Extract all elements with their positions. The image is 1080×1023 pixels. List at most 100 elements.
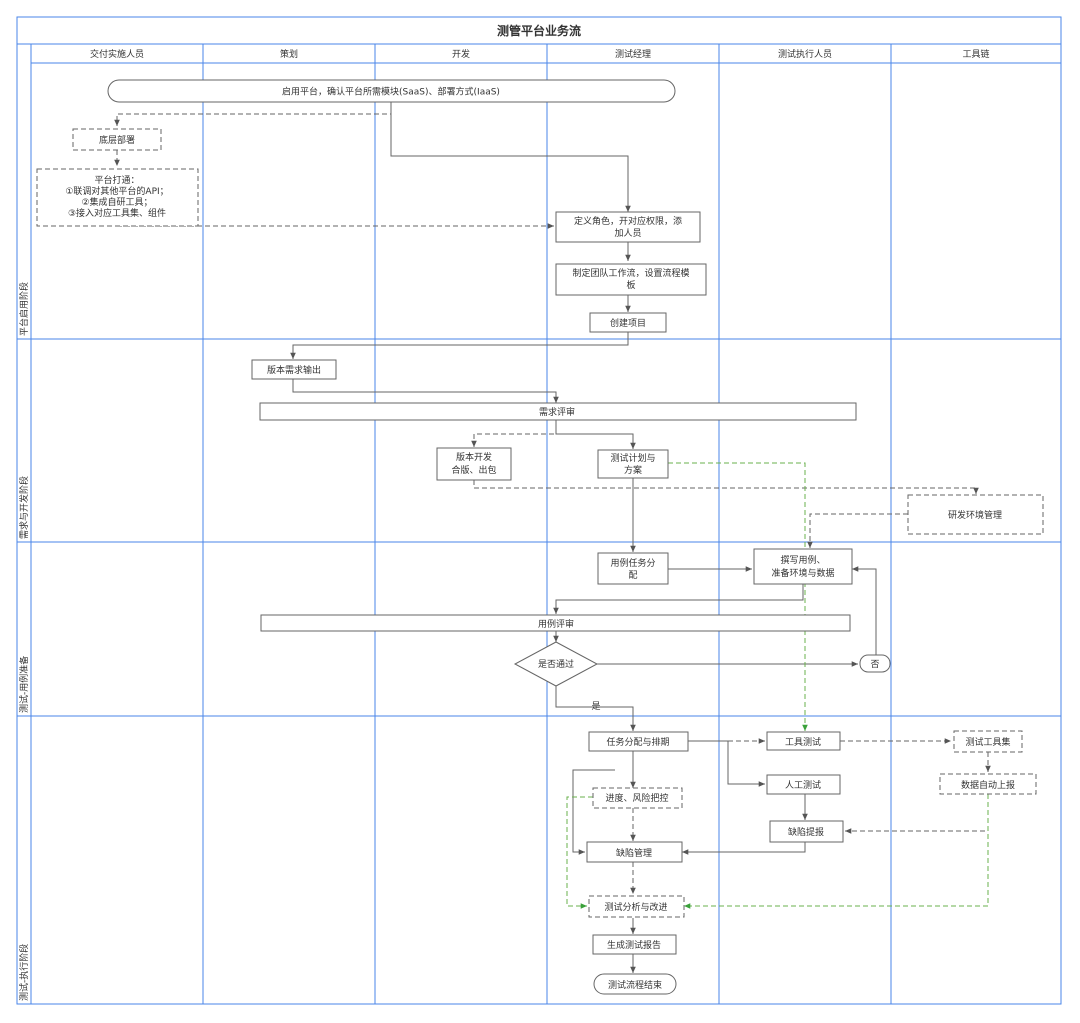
edge-review-testplan xyxy=(555,420,636,449)
edge-autoreport-defectrep xyxy=(845,794,989,834)
node-case-assign-text-1: 用例任务分 xyxy=(610,557,655,569)
phase-label-execution: 测试-执行阶段 xyxy=(18,944,30,1001)
node-project-text: 创建项目 xyxy=(610,317,646,329)
node-tool-set-text: 测试工具集 xyxy=(965,736,1010,748)
node-start-text: 启用平台，确认平台所需模块(SaaS)、部署方式(IaaS) xyxy=(282,86,500,98)
node-case-assign-text-2: 配 xyxy=(628,570,637,581)
phase-label-requirements: 需求与开发阶段 xyxy=(18,476,30,539)
edge-defectrep-defectmgmt xyxy=(682,842,806,855)
node-defect-rep: 缺陷提报 xyxy=(769,820,844,843)
node-task-sched: 任务分配与排期 xyxy=(588,731,689,752)
node-report: 生成测试报告 xyxy=(592,934,677,955)
node-start: 启用平台，确认平台所需模块(SaaS)、部署方式(IaaS) xyxy=(107,79,676,103)
edge-tasksched-manualtest xyxy=(688,740,765,787)
node-roles-text-2: 加人员 xyxy=(614,228,641,239)
node-req-review-text: 需求评审 xyxy=(539,406,575,418)
node-pass-text: 是否通过 xyxy=(538,658,574,670)
node-workflow: 制定团队工作流，设置流程模 板 xyxy=(555,263,707,296)
node-integrate-text-3: ②集成自研工具； xyxy=(81,196,152,208)
connectors xyxy=(114,102,991,973)
edge-start-roles xyxy=(390,102,631,212)
node-req-out: 版本需求输出 xyxy=(251,359,337,380)
edge-tasksched-defectmgmt xyxy=(572,769,615,855)
lane-header-planning: 策划 xyxy=(280,48,298,60)
node-analysis-text: 测试分析与改进 xyxy=(604,901,667,913)
lane-header-test-executor: 测试执行人员 xyxy=(778,48,832,60)
node-integrate: 平台打通： ①联调对其他平台的API； ②集成自研工具； ③接入对应工具集、组件 xyxy=(36,168,199,227)
node-write-cases-text-1: 撰写用例、 xyxy=(780,554,825,566)
node-defect-rep-text: 缺陷提报 xyxy=(788,826,824,838)
node-risk-text: 进度、风险把控 xyxy=(605,792,668,804)
node-defect-mgmt: 缺陷管理 xyxy=(586,841,683,863)
node-req-out-text: 版本需求输出 xyxy=(267,364,321,376)
edge-reqout-review xyxy=(292,379,559,403)
lane-header-test-manager: 测试经理 xyxy=(615,48,651,60)
node-case-assign: 用例任务分 配 xyxy=(597,552,669,585)
node-report-text: 生成测试报告 xyxy=(607,939,661,951)
node-infra: 底层部署 xyxy=(72,128,162,151)
node-project: 创建项目 xyxy=(589,312,667,333)
nodes: 启用平台，确认平台所需模块(SaaS)、部署方式(IaaS) 底层部署 平台打通… xyxy=(36,79,1044,995)
node-tool-test-text: 工具测试 xyxy=(785,736,821,748)
node-integrate-text-2: ①联调对其他平台的API； xyxy=(65,185,168,197)
lane-header-toolchain: 工具链 xyxy=(962,48,989,60)
edge-devbuild-devenv xyxy=(473,480,979,494)
diagram-title: 测管平台业务流 xyxy=(497,23,581,38)
node-dev-env: 研发环境管理 xyxy=(907,494,1044,535)
node-dev-build-text-1: 版本开发 xyxy=(456,451,492,463)
node-write-cases-text-2: 准备环境与数据 xyxy=(771,567,834,579)
node-manual-test: 人工测试 xyxy=(766,774,841,795)
node-test-plan-text-2: 方案 xyxy=(624,464,642,476)
node-analysis: 测试分析与改进 xyxy=(588,895,685,918)
edge-no-writecases xyxy=(852,566,877,655)
phase-label-platform: 平台启用阶段 xyxy=(18,282,30,336)
node-infra-text: 底层部署 xyxy=(99,134,135,146)
node-no-text: 否 xyxy=(870,659,879,670)
node-integrate-text-4: ③接入对应工具集、组件 xyxy=(68,207,166,219)
node-manual-test-text: 人工测试 xyxy=(785,779,821,791)
node-risk: 进度、风险把控 xyxy=(592,787,683,809)
phase-label-case-prep: 测试-用例准备 xyxy=(18,656,30,713)
edge-pass-tasksched xyxy=(555,686,636,731)
node-defect-mgmt-text: 缺陷管理 xyxy=(616,847,652,859)
edge-testplan-tooltest xyxy=(668,462,808,731)
edge-risk-analysis xyxy=(566,796,593,909)
phase-labels: 平台启用阶段 需求与开发阶段 测试-用例准备 测试-执行阶段 xyxy=(18,282,30,1001)
edge-project-reqout xyxy=(290,332,629,359)
node-case-review: 用例评审 xyxy=(260,614,851,632)
edge-review-devbuild xyxy=(471,420,557,447)
edge-start-infra xyxy=(114,102,392,126)
node-roles: 定义角色，开对应权限，添 加人员 xyxy=(555,211,701,243)
node-task-sched-text: 任务分配与排期 xyxy=(606,736,669,748)
node-workflow-text-2: 板 xyxy=(626,279,635,291)
node-tool-test: 工具测试 xyxy=(766,731,841,751)
node-integrate-text-1: 平台打通： xyxy=(94,174,139,186)
swimlane-frame xyxy=(16,16,1062,1005)
lane-headers: 交付实施人员 策划 开发 测试经理 测试执行人员 工具链 xyxy=(90,48,990,60)
node-auto-report-text: 数据自动上报 xyxy=(961,779,1015,791)
edge-writecases-casereview xyxy=(553,584,804,614)
green-connectors xyxy=(566,462,989,909)
edge-label-yes: 是 xyxy=(591,701,600,712)
node-auto-report: 数据自动上报 xyxy=(939,773,1037,795)
lane-header-delivery: 交付实施人员 xyxy=(90,48,144,60)
node-test-plan-text-1: 测试计划与 xyxy=(610,452,655,464)
node-dev-build: 版本开发 合版、出包 xyxy=(436,447,512,481)
node-case-review-text: 用例评审 xyxy=(538,618,574,630)
node-write-cases: 撰写用例、 准备环境与数据 xyxy=(753,548,853,585)
node-end-text: 测试流程结束 xyxy=(608,979,662,991)
node-roles-text-1: 定义角色，开对应权限，添 xyxy=(574,215,682,227)
edge-autoreport-analysis xyxy=(684,794,989,909)
node-req-review: 需求评审 xyxy=(259,402,857,421)
node-workflow-text-1: 制定团队工作流，设置流程模 xyxy=(572,267,689,279)
node-tool-set: 测试工具集 xyxy=(953,730,1023,753)
node-dev-env-text: 研发环境管理 xyxy=(948,509,1002,521)
node-end: 测试流程结束 xyxy=(593,973,677,995)
node-no: 否 xyxy=(859,654,891,673)
node-test-plan: 测试计划与 方案 xyxy=(597,449,669,479)
node-pass: 是否通过 xyxy=(513,641,599,687)
node-dev-build-text-2: 合版、出包 xyxy=(451,464,496,476)
edge-devenv-writecases xyxy=(807,513,908,548)
lane-header-development: 开发 xyxy=(452,48,470,60)
